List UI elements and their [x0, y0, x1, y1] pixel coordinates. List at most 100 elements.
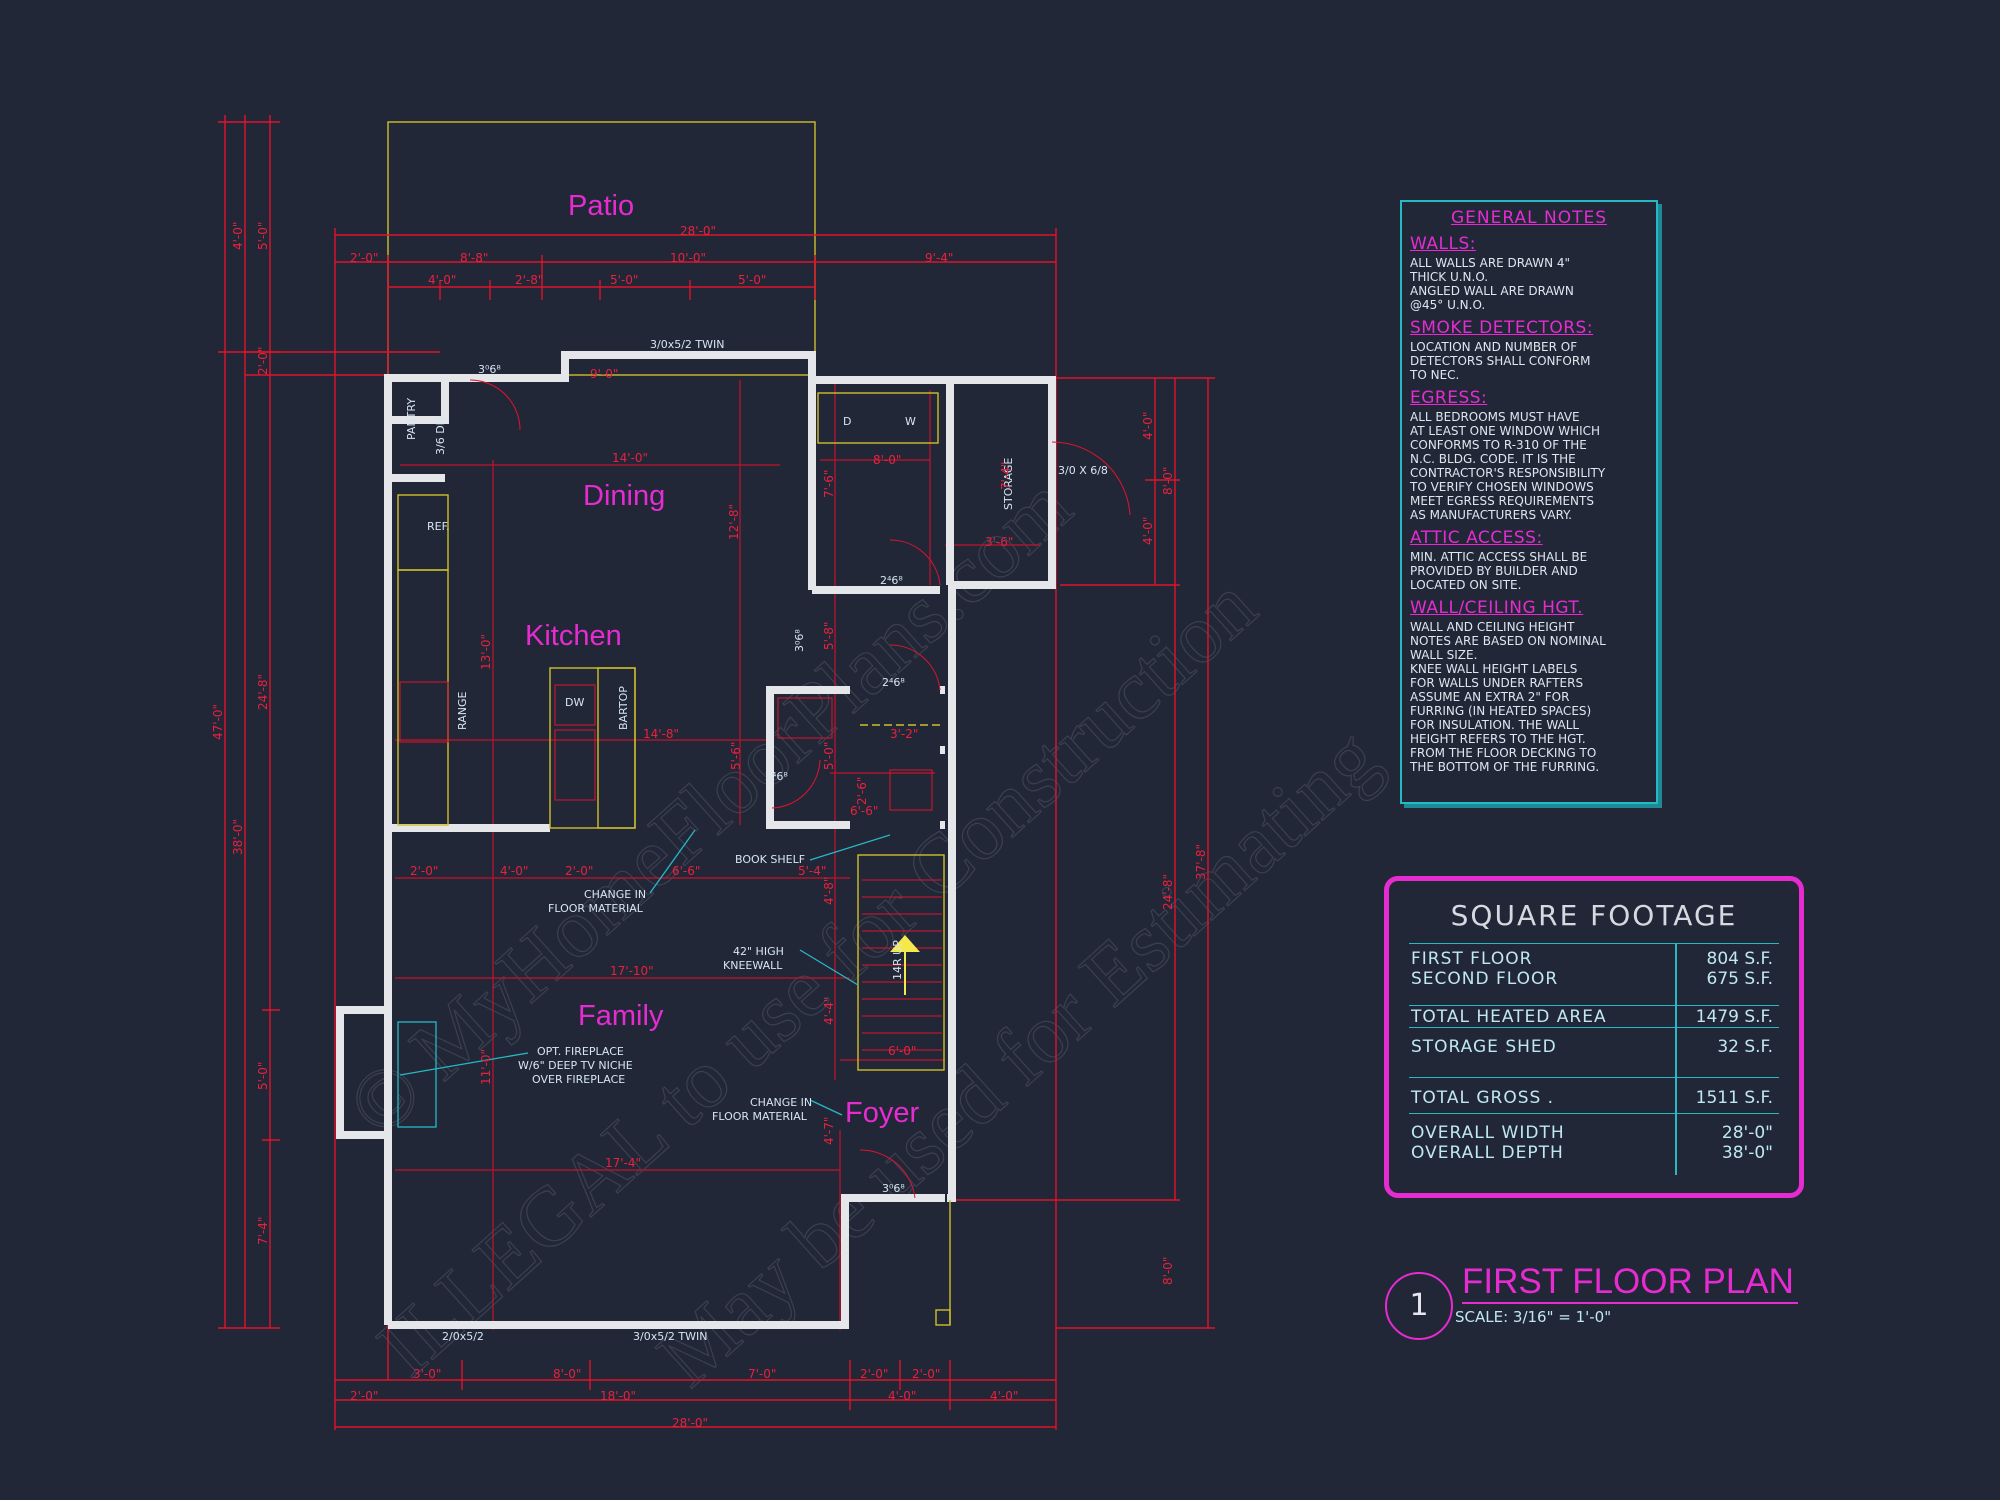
svg-text:6'-6": 6'-6": [850, 804, 878, 818]
label-change-material-1: CHANGE IN FLOOR MATERIAL: [548, 888, 650, 915]
leader-lines: [399, 829, 891, 1116]
stair-treads: [862, 879, 942, 1051]
notes-heading-walls: WALLS:: [1410, 234, 1476, 254]
sqft-value-overall: 28'-0" 38'-0": [1721, 1123, 1773, 1163]
svg-text:47'-0": 47'-0": [211, 704, 225, 740]
svg-text:4'-0": 4'-0": [888, 1389, 916, 1403]
svg-text:5'-8": 5'-8": [822, 622, 836, 650]
svg-text:4'-0": 4'-0": [500, 864, 528, 878]
room-foyer: Foyer: [845, 1097, 919, 1129]
svg-text:8'-0": 8'-0": [1161, 467, 1175, 495]
notes-body-egress: ALL BEDROOMS MUST HAVE AT LEAST ONE WIND…: [1410, 410, 1606, 522]
svg-text:2'-8": 2'-8": [515, 273, 543, 287]
svg-text:8'-0": 8'-0": [553, 1367, 581, 1381]
notes-heading-egress: EGRESS:: [1410, 388, 1488, 408]
svg-text:7'-4": 7'-4": [256, 1217, 270, 1245]
label-window-bottom: 3/0x5/2 TWIN: [633, 1330, 707, 1343]
svg-text:8'-0": 8'-0": [873, 453, 901, 467]
label-washer: W: [905, 415, 916, 428]
label-fireplace: OPT. FIREPLACE W/6" DEEP TV NICHE OVER F…: [518, 1045, 636, 1086]
sqft-value-storage: 32 S.F.: [1717, 1037, 1773, 1057]
svg-text:17'-10": 17'-10": [610, 964, 654, 978]
label-ref: REF.: [427, 520, 450, 533]
svg-text:2'-0": 2'-0": [410, 864, 438, 878]
svg-text:24'-8": 24'-8": [256, 674, 270, 710]
notes-heading-smoke: SMOKE DETECTORS:: [1410, 318, 1594, 338]
stair-up-arrow-icon: [890, 935, 920, 952]
svg-text:8'-8": 8'-8": [460, 251, 488, 265]
square-footage-table: SQUARE FOOTAGE FIRST FLOOR SECOND FLOOR …: [1384, 876, 1804, 1198]
sqft-label-storage: STORAGE SHED: [1411, 1037, 1557, 1057]
label-storage-door: 3/0 X 6/8: [1058, 464, 1108, 477]
patio-outline: [387, 121, 816, 376]
sqft-label-heated: TOTAL HEATED AREA: [1411, 1007, 1607, 1027]
svg-text:7'-0": 7'-0": [748, 1367, 776, 1381]
label-kneewall: 42" HIGH KNEEWALL: [723, 945, 787, 972]
label-pantry: PANTRY: [405, 398, 418, 440]
svg-text:4'-8": 4'-8": [822, 877, 836, 905]
label-dw: DW: [565, 696, 584, 709]
svg-text:9'-0": 9'-0": [590, 367, 618, 381]
svg-text:2'-0": 2'-0": [565, 864, 593, 878]
label-door-38: 3⁰6⁸: [882, 1182, 905, 1195]
svg-text:5'-0": 5'-0": [256, 1062, 270, 1090]
svg-text:3'-2": 3'-2": [890, 727, 918, 741]
svg-text:8'-0": 8'-0": [1161, 1257, 1175, 1285]
svg-text:2'-0": 2'-0": [256, 347, 270, 375]
label-stair-up: 14R UP: [891, 940, 904, 980]
svg-text:28'-0": 28'-0": [672, 1416, 708, 1430]
svg-text:5'-4": 5'-4": [798, 864, 826, 878]
door-swings: [469, 379, 1131, 1199]
label-book-shelf: BOOK SHELF: [735, 853, 805, 866]
svg-text:2'-0": 2'-0": [350, 251, 378, 265]
svg-text:10'-0": 10'-0": [670, 251, 706, 265]
label-door-top: 3⁰6⁸: [478, 363, 501, 376]
notes-body-wall-ceiling: WALL AND CEILING HEIGHT NOTES ARE BASED …: [1410, 620, 1606, 774]
svg-text:12'-8": 12'-8": [727, 504, 741, 540]
label-door-dh: 3/6 DH: [434, 417, 447, 455]
svg-text:2'-0": 2'-0": [912, 1367, 940, 1381]
dimension-labels: 28'-0" 2'-0" 8'-8" 10'-0" 9'-4" 4'-0" 2'…: [211, 222, 1208, 1430]
label-storage: STORAGE: [1002, 458, 1015, 510]
table-rule: [1409, 943, 1779, 944]
fixtures: [397, 392, 951, 1326]
svg-text:5'-6": 5'-6": [729, 742, 743, 770]
svg-text:37'-8": 37'-8": [1194, 844, 1208, 880]
svg-text:14'-8": 14'-8": [643, 727, 679, 741]
svg-text:5'-0": 5'-0": [822, 742, 836, 770]
svg-text:13'-0": 13'-0": [479, 634, 493, 670]
svg-text:6'-6": 6'-6": [672, 864, 700, 878]
drawing-title: FIRST FLOOR PLAN: [1462, 1262, 1798, 1304]
svg-text:7'-6": 7'-6": [822, 470, 836, 498]
svg-text:5'-0": 5'-0": [738, 273, 766, 287]
svg-text:18'-0": 18'-0": [600, 1389, 636, 1403]
notes-body-attic: MIN. ATTIC ACCESS SHALL BE PROVIDED BY B…: [1410, 550, 1588, 592]
sqft-value-gross: 1511 S.F.: [1695, 1088, 1773, 1108]
sqft-label-floors: FIRST FLOOR SECOND FLOOR: [1411, 949, 1559, 989]
svg-text:2'-6": 2'-6": [855, 777, 869, 805]
table-rule: [1409, 1113, 1779, 1114]
svg-text:4'-7": 4'-7": [822, 1117, 836, 1145]
staircase: [857, 854, 945, 1071]
sqft-label-gross: TOTAL GROSS .: [1411, 1088, 1555, 1108]
svg-text:4'-0": 4'-0": [1141, 412, 1155, 440]
svg-text:6'-0": 6'-0": [888, 1044, 916, 1058]
table-rule: [1409, 1077, 1779, 1078]
svg-text:4'-0": 4'-0": [1141, 517, 1155, 545]
notes-heading-wall-ceiling: WALL/CEILING HGT.: [1410, 598, 1584, 618]
label-door-26c: 2⁴6⁸: [765, 770, 788, 783]
general-notes-title: GENERAL NOTES: [1450, 208, 1607, 228]
sqft-label-overall: OVERALL WIDTH OVERALL DEPTH: [1411, 1123, 1565, 1163]
svg-text:24'-8": 24'-8": [1161, 874, 1175, 910]
svg-text:4'-4": 4'-4": [822, 997, 836, 1025]
square-footage-title: SQUARE FOOTAGE: [1450, 899, 1738, 932]
svg-text:14'-0": 14'-0": [612, 451, 648, 465]
svg-text:2'-0": 2'-0": [860, 1367, 888, 1381]
svg-text:17'-4": 17'-4": [605, 1156, 641, 1170]
notes-heading-attic: ATTIC ACCESS:: [1410, 528, 1543, 548]
svg-text:4'-0": 4'-0": [231, 222, 245, 250]
svg-text:5'-0": 5'-0": [256, 222, 270, 250]
svg-text:4'-0": 4'-0": [990, 1389, 1018, 1403]
table-rule: [1409, 1005, 1779, 1006]
